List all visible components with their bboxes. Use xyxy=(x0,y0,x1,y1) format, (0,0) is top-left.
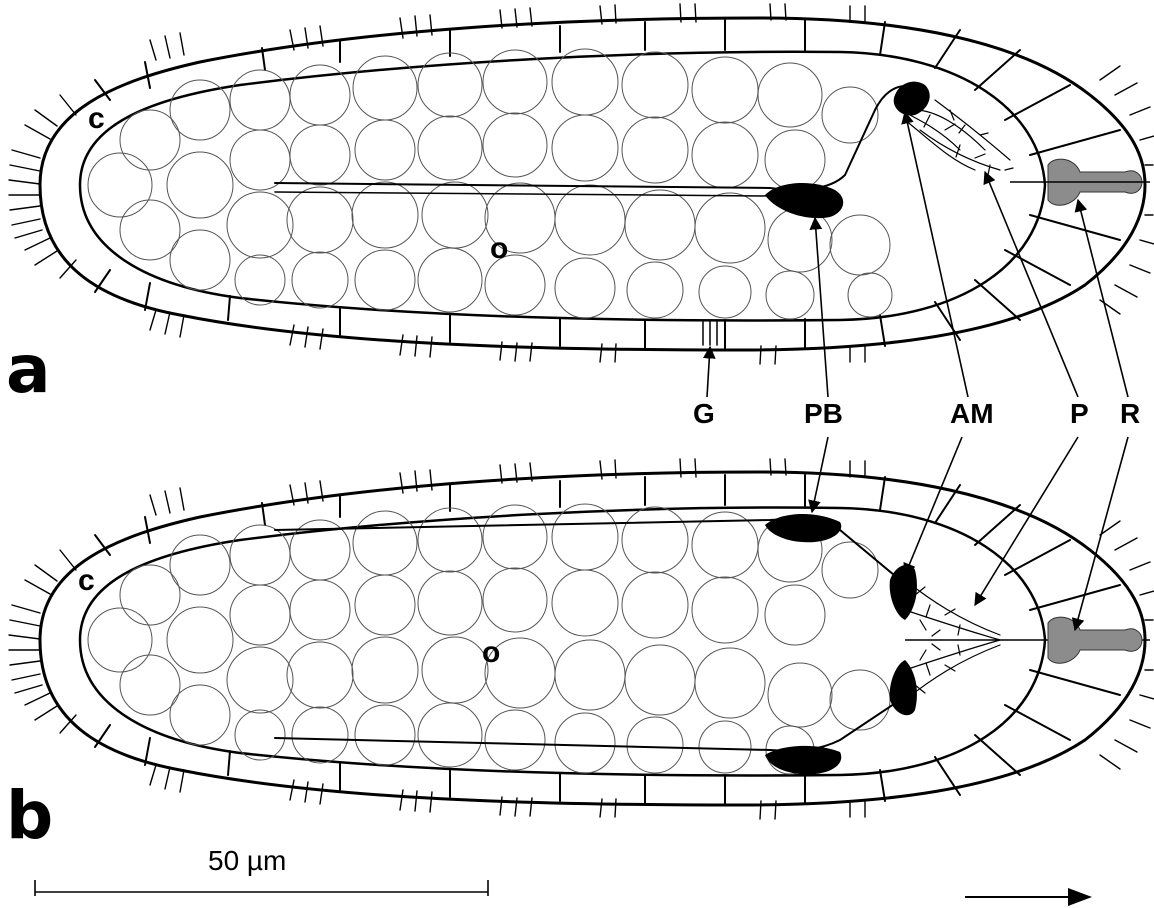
cilia xyxy=(9,4,1154,364)
callout-r: R xyxy=(1120,398,1140,429)
arrow-g-up xyxy=(707,347,710,397)
arrow-am-up xyxy=(905,112,968,397)
arrow-am-down xyxy=(905,437,962,575)
arrow-r-up xyxy=(1078,200,1128,397)
panel-label-b: b xyxy=(6,777,53,854)
organism-label-a: o xyxy=(490,232,508,265)
panel-b: c o b xyxy=(6,459,1154,854)
g-structure xyxy=(703,322,717,345)
arrow-pb-up xyxy=(815,218,828,397)
outer-body-outline xyxy=(40,472,1145,805)
panel-a: c o a xyxy=(6,4,1154,408)
arrow-p-down xyxy=(975,437,1078,605)
scale-bar: 50 µm xyxy=(35,845,488,896)
cortex-segments-bottom xyxy=(95,670,1120,803)
cortex-label-b: c xyxy=(78,564,95,597)
am-body-top xyxy=(890,565,917,620)
callout-g: G xyxy=(693,398,715,429)
pb-body-a xyxy=(765,183,843,218)
side-track-bottom xyxy=(275,700,900,751)
cortex-label-a: c xyxy=(88,102,105,135)
cortex-segments-bottom xyxy=(95,215,1120,348)
callout-am: AM xyxy=(950,398,994,429)
arrow-r-down xyxy=(1075,437,1128,630)
pb-body-top xyxy=(765,514,841,542)
direction-arrow xyxy=(965,888,1092,906)
central-pathway xyxy=(275,86,915,190)
am-body-bottom xyxy=(890,660,917,715)
outer-body-outline xyxy=(40,18,1145,350)
central-pathway-inner xyxy=(275,192,770,196)
callout-p: P xyxy=(1070,398,1089,429)
r-rudiment-b xyxy=(1048,617,1142,663)
callout-pb: PB xyxy=(804,398,843,429)
organism-label-b: o xyxy=(482,636,500,669)
arrow-p-up xyxy=(985,172,1078,397)
callouts: G PB AM P R xyxy=(693,398,1140,429)
scale-bar-label: 50 µm xyxy=(208,845,286,876)
panel-label-a: a xyxy=(6,331,51,408)
